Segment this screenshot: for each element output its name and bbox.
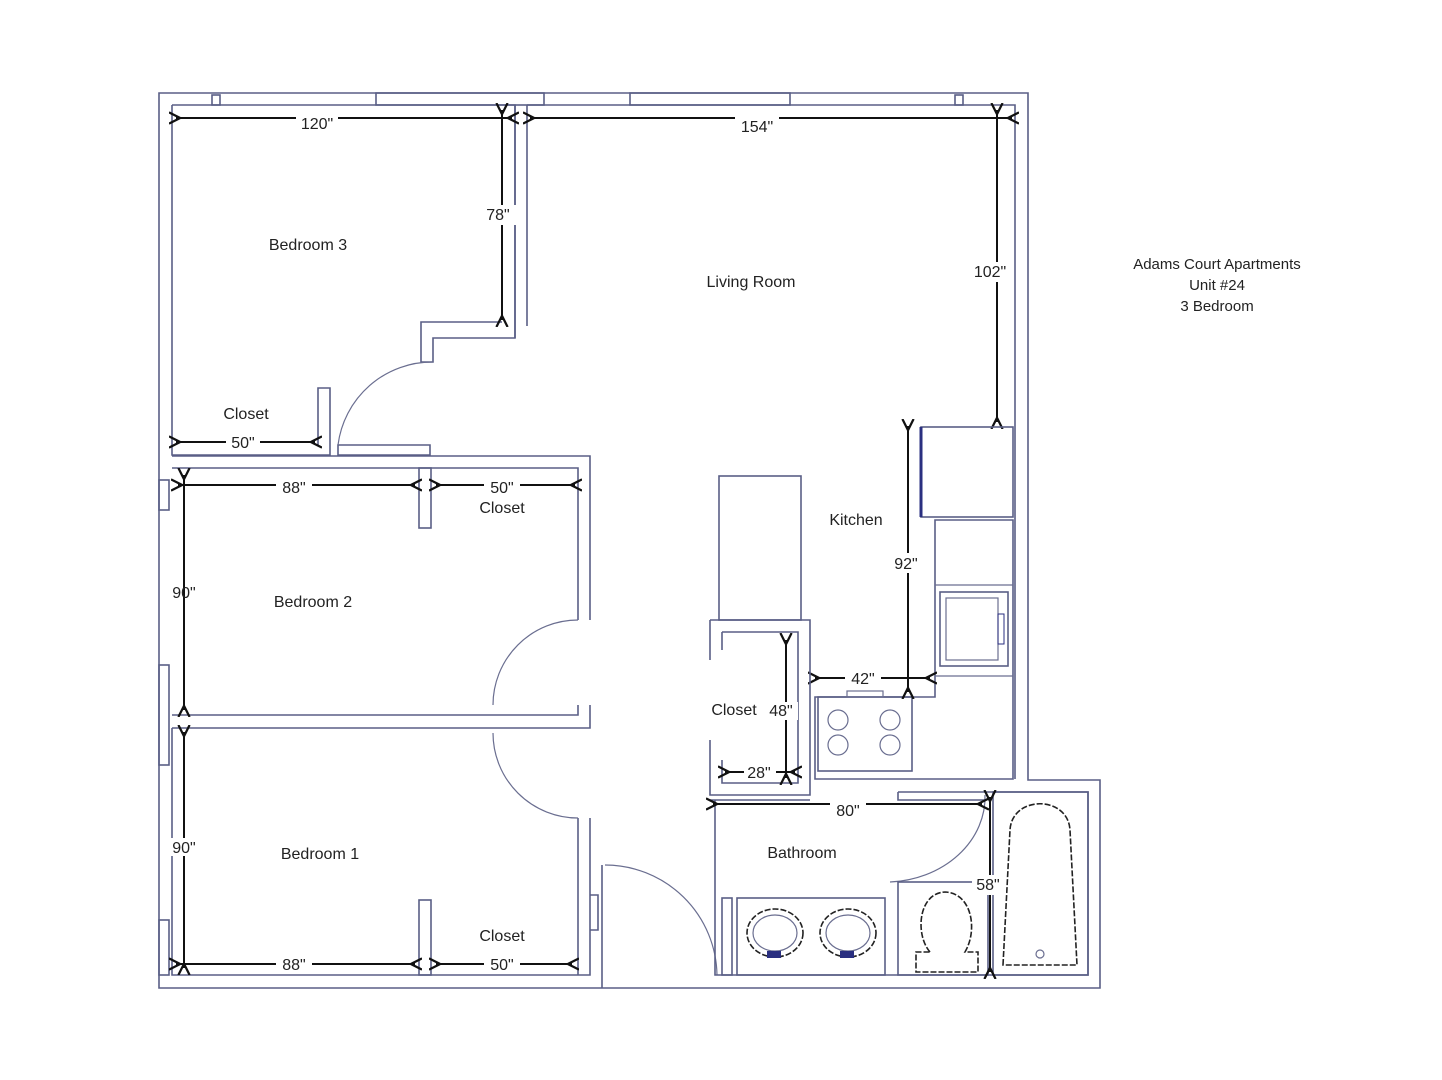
window (211, 94, 221, 106)
dimension-label: 88" (282, 480, 305, 497)
living-room: Living Room 154" 102" (530, 110, 1012, 422)
entry-door (590, 864, 718, 988)
unit-number: Unit #24 (1189, 277, 1245, 294)
toilet-enclosure (897, 881, 989, 976)
room-label-bedroom-2: Bedroom 2 (274, 594, 352, 611)
dimension-label: 102" (974, 264, 1006, 281)
room-label-closet: Closet (479, 928, 525, 945)
title-block: Adams Court Apartments Unit #24 3 Bedroo… (1133, 256, 1301, 315)
bedroom-1: Bedroom 1 Closet 90" 88" 50" (170, 728, 591, 976)
vanity (736, 897, 886, 976)
dimension-label: 154" (741, 119, 773, 136)
dimension-label: 92" (894, 556, 917, 573)
window (158, 664, 170, 766)
stove (817, 696, 913, 772)
dimension-label: 90" (172, 585, 195, 602)
room-label-living-room: Living Room (707, 274, 796, 291)
dimension-label: 90" (172, 840, 195, 857)
kitchen: Kitchen 92" 42" (718, 426, 1014, 780)
dimension-label: 50" (490, 480, 513, 497)
window (375, 92, 545, 106)
refrigerator (920, 426, 1014, 518)
dimension-label: 88" (282, 957, 305, 974)
window (629, 92, 791, 106)
dimension-label: 78" (486, 207, 509, 224)
room-label-bathroom: Bathroom (767, 845, 836, 862)
dimension-label: 50" (231, 435, 254, 452)
dimension-label: 58" (976, 877, 999, 894)
room-label-kitchen: Kitchen (829, 512, 882, 529)
window (158, 919, 170, 976)
bathroom: Bathroom 80" 58" (710, 792, 1089, 976)
window (158, 479, 170, 511)
bedroom-3: Bedroom 3 Closet 120" 78" 50" (172, 105, 528, 456)
counter-island (718, 475, 802, 621)
window (954, 94, 964, 106)
unit-type: 3 Bedroom (1180, 298, 1253, 315)
dimension-label: 48" (769, 703, 792, 720)
dimension-label: 28" (747, 765, 770, 782)
dimension-label: 50" (490, 957, 513, 974)
dimension-label: 42" (851, 671, 874, 688)
dimension-label: 80" (836, 803, 859, 820)
hall-closet: Closet 48" 28" (709, 619, 811, 796)
kitchen-sink (939, 591, 1009, 667)
property-name: Adams Court Apartments (1133, 256, 1301, 273)
toilet (915, 891, 979, 973)
room-label-bedroom-3: Bedroom 3 (269, 237, 347, 254)
bedroom-2: Bedroom 2 Closet 88" 50" 90" (172, 455, 591, 729)
dimension-label: 120" (301, 116, 333, 133)
room-label-closet: Closet (223, 406, 269, 423)
room-label-closet: Closet (479, 500, 525, 517)
room-label-bedroom-1: Bedroom 1 (281, 846, 359, 863)
room-label-closet: Closet (711, 702, 757, 719)
